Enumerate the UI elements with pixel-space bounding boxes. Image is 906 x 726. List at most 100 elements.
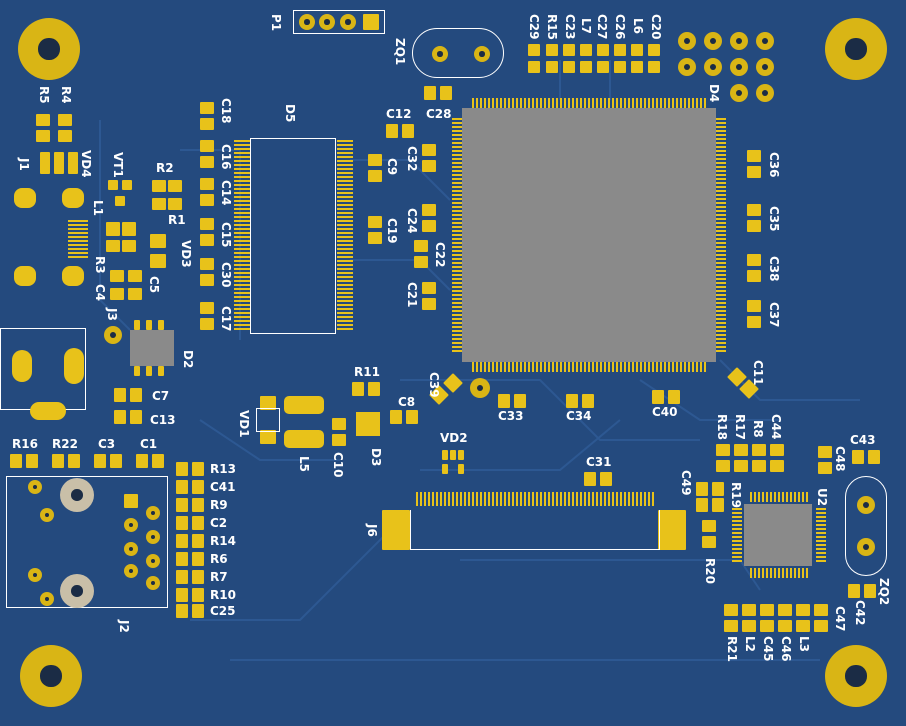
c26-pad [614, 44, 626, 56]
vd2-pad [450, 450, 456, 460]
label-r6: R6 [210, 552, 228, 566]
r18-pad [716, 444, 730, 456]
u2-pins-right [816, 508, 826, 564]
j6-pins [416, 492, 654, 506]
r4-pad [58, 130, 72, 142]
label-c7: C7 [152, 389, 170, 403]
l1-pad [106, 222, 120, 236]
c46-pad [778, 620, 792, 632]
label-vd2: VD2 [440, 431, 468, 445]
j2-pin [146, 530, 160, 544]
label-r16: R16 [12, 437, 38, 451]
c23-pad [563, 44, 575, 56]
c13-pad [130, 410, 142, 424]
label-r7: R7 [210, 570, 228, 584]
zq2-crystal-outline [845, 476, 887, 576]
label-c38: C38 [767, 256, 781, 282]
j3-testpoint [104, 326, 122, 344]
c20-pad [648, 44, 660, 56]
r2-pad [152, 180, 166, 192]
c7-pad [130, 388, 142, 402]
j6-anchor [658, 510, 686, 550]
d4-pad [730, 58, 748, 76]
label-l3: L3 [797, 636, 811, 652]
c41-pad [192, 480, 204, 494]
label-c13: C13 [150, 413, 176, 427]
c38-pad [747, 270, 761, 282]
vd1-pad [260, 430, 276, 444]
vd2-pad [458, 464, 464, 474]
label-c49: C49 [679, 470, 693, 496]
j6-outline [410, 510, 660, 550]
d2-pin [158, 320, 164, 330]
j2-pin [124, 564, 138, 578]
l6-pad [631, 61, 643, 73]
c28-pad [424, 86, 436, 100]
r3-pad [106, 240, 120, 252]
d2-pin [134, 366, 140, 376]
j2-pin-square [124, 494, 138, 508]
c13-pad [114, 410, 126, 424]
d2-pin [134, 320, 140, 330]
r17-pad [734, 460, 748, 472]
label-c31: C31 [586, 455, 612, 469]
c33-pad [514, 394, 526, 408]
r14-pad [192, 534, 204, 548]
c8-pad [390, 410, 402, 424]
j2-pin [146, 506, 160, 520]
j2-pin [124, 542, 138, 556]
label-u2: U2 [815, 488, 829, 507]
j6-anchor [382, 510, 410, 550]
label-r18: R18 [715, 414, 729, 440]
c44-pad [770, 460, 784, 472]
r7-pad [176, 570, 188, 584]
l5-pad [284, 430, 324, 448]
c42-pad [864, 584, 876, 598]
r1-pad [152, 198, 166, 210]
c1-pad [152, 454, 164, 468]
c16-pad [200, 156, 214, 168]
d4-pad [730, 32, 748, 50]
label-c10: C10 [331, 452, 345, 478]
label-vt1: VT1 [111, 152, 125, 178]
label-c45: C45 [761, 636, 775, 662]
c31-pad [600, 472, 612, 486]
vt1-pad [108, 180, 118, 190]
label-c3: C3 [98, 437, 116, 451]
c8-pad [406, 410, 418, 424]
j2-connector-outline [6, 476, 168, 608]
p1-pin [340, 14, 356, 30]
l5-pad [284, 396, 324, 414]
r22-pad [52, 454, 64, 468]
label-r2: R2 [156, 161, 174, 175]
label-c40: C40 [652, 405, 678, 419]
label-c47: C47 [833, 606, 847, 632]
r9-pad [192, 498, 204, 512]
r10-pad [176, 588, 188, 602]
label-l5: L5 [297, 456, 311, 472]
label-c15: C15 [219, 222, 233, 248]
r21-pad [724, 604, 738, 616]
main-mcu-chip [462, 108, 716, 362]
p1-pin [299, 14, 315, 30]
label-d5: D5 [283, 104, 297, 123]
c5-pad [128, 270, 142, 282]
u2-pins-top [750, 492, 808, 502]
zq2-pin [857, 496, 875, 514]
r2-pad [168, 180, 182, 192]
d4-pad [756, 58, 774, 76]
label-d2: D2 [181, 350, 195, 369]
r4-pad [58, 114, 72, 126]
r11-pad [368, 382, 380, 396]
label-j1: J1 [17, 158, 31, 171]
mount-hole-bottom-left [20, 645, 82, 707]
c40-pad [668, 390, 680, 404]
label-c26: C26 [613, 14, 627, 40]
power-jack-pin [12, 350, 32, 382]
vd1-pad [260, 396, 276, 410]
label-c17: C17 [219, 306, 233, 332]
c29-pad [528, 61, 540, 73]
j2-pin [28, 480, 42, 494]
label-l2: L2 [743, 636, 757, 652]
